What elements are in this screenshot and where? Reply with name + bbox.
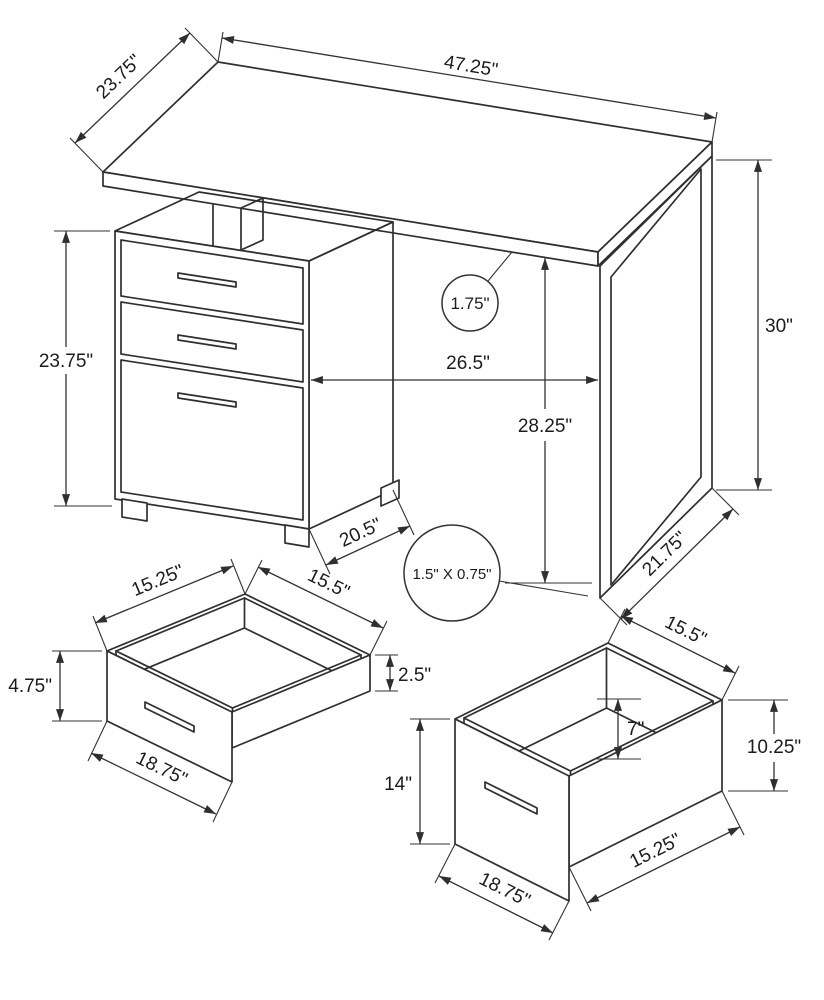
dim-clearance-width-label: 26.5" — [446, 353, 490, 374]
dim-desk-width-label: 47.25" — [442, 52, 499, 81]
dim-desk-depth-label: 23.75" — [92, 51, 146, 104]
thickness-callout-circle — [441, 274, 499, 332]
dim-file-drawer-front-height-label: 14" — [384, 774, 412, 795]
pedestal-foot-right — [284, 524, 310, 548]
dim-pedestal-height: 23.75" — [39, 230, 112, 507]
leg-tube-callout-circle — [403, 524, 501, 622]
pedestal-side-face — [308, 221, 394, 530]
dim-small-drawer-side-height-label: 2.5" — [398, 665, 431, 686]
dim-file-drawer-inner-height-label: 7" — [627, 719, 644, 740]
dim-file-drawer-front-height: 14" — [384, 718, 450, 845]
support-bracket — [212, 197, 264, 251]
leg-frame-inner — [610, 168, 702, 586]
dim-small-drawer-front-height-label: 4.75" — [8, 676, 52, 697]
dim-leg-tube-label: 1.5" X 0.75" — [412, 566, 491, 583]
dim-desk-height-label: 30" — [765, 316, 793, 337]
dim-small-drawer-inner-width-label: 15.25" — [129, 561, 187, 601]
dim-leg-tube: 1.5" X 0.75" — [403, 524, 589, 622]
dim-file-drawer-inner-width-label: 15.25" — [627, 830, 685, 873]
dim-clearance-height-label: 28.25" — [518, 416, 572, 437]
drawer-handle-icon — [177, 392, 237, 408]
desk-view — [102, 61, 713, 599]
small-drawer-view — [106, 593, 371, 783]
desk-top-side-edge — [597, 141, 713, 267]
file-drawer-inner-rim — [463, 647, 714, 772]
drawer-handle-icon — [177, 334, 237, 350]
dim-file-drawer-depth-label: 15.5" — [661, 612, 710, 650]
dim-pedestal-height-label: 23.75" — [39, 351, 93, 372]
pedestal-foot-back — [380, 479, 400, 507]
drawer-handle-icon — [484, 781, 538, 815]
file-drawer-view — [454, 642, 723, 902]
dim-small-drawer-front-height: 4.75" — [8, 650, 102, 722]
drawer-handle-icon — [177, 272, 237, 288]
dim-small-drawer-side-height: 2.5" — [375, 654, 431, 692]
dim-clearance-width: 26.5" — [311, 353, 598, 385]
dim-file-drawer-inner-height: 7" — [597, 698, 644, 760]
drawer-handle-icon — [144, 701, 195, 733]
pedestal-foot-left — [121, 498, 148, 522]
dim-desk-height: 30" — [716, 159, 793, 491]
dim-file-drawer-side-height: 10.25" — [728, 699, 801, 792]
dim-clearance-height: 28.25" — [505, 258, 592, 584]
dim-pedestal-depth-label: 20.5" — [336, 514, 385, 551]
dim-pedestal-depth: 20.5" — [308, 489, 415, 575]
dim-top-thickness: 1.75" — [441, 251, 513, 332]
dim-file-drawer-side-height-label: 10.25" — [747, 737, 801, 758]
drawer-front-file — [120, 359, 304, 521]
dim-top-thickness-label: 1.75" — [450, 294, 489, 313]
